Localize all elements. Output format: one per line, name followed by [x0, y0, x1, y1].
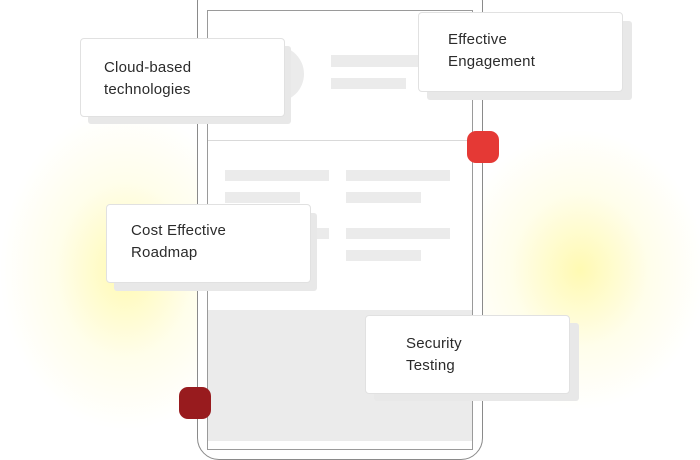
feature-card-cloud: Cloud-based technologies	[80, 38, 285, 117]
feature-card-label: Security Testing	[406, 335, 462, 374]
text-placeholder-bar	[346, 192, 421, 203]
text-placeholder-bar	[225, 192, 300, 203]
text-placeholder-bar	[331, 78, 406, 89]
dark-red-marker	[179, 387, 211, 419]
text-placeholder-bar	[225, 170, 329, 181]
text-placeholder-bar	[346, 250, 421, 261]
feature-card-label: Cloud-based technologies	[104, 59, 192, 98]
feature-card-engagement: Effective Engagement	[418, 12, 623, 92]
feature-card-roadmap: Cost Effective Roadmap	[106, 204, 311, 283]
feature-card-label: Effective Engagement	[448, 31, 536, 70]
feature-card-security: Security Testing	[365, 315, 570, 394]
red-marker	[467, 131, 499, 163]
screen-divider	[208, 140, 472, 141]
feature-card-label: Cost Effective Roadmap	[131, 222, 227, 261]
text-placeholder-bar	[346, 170, 450, 181]
text-placeholder-bar	[346, 228, 450, 239]
